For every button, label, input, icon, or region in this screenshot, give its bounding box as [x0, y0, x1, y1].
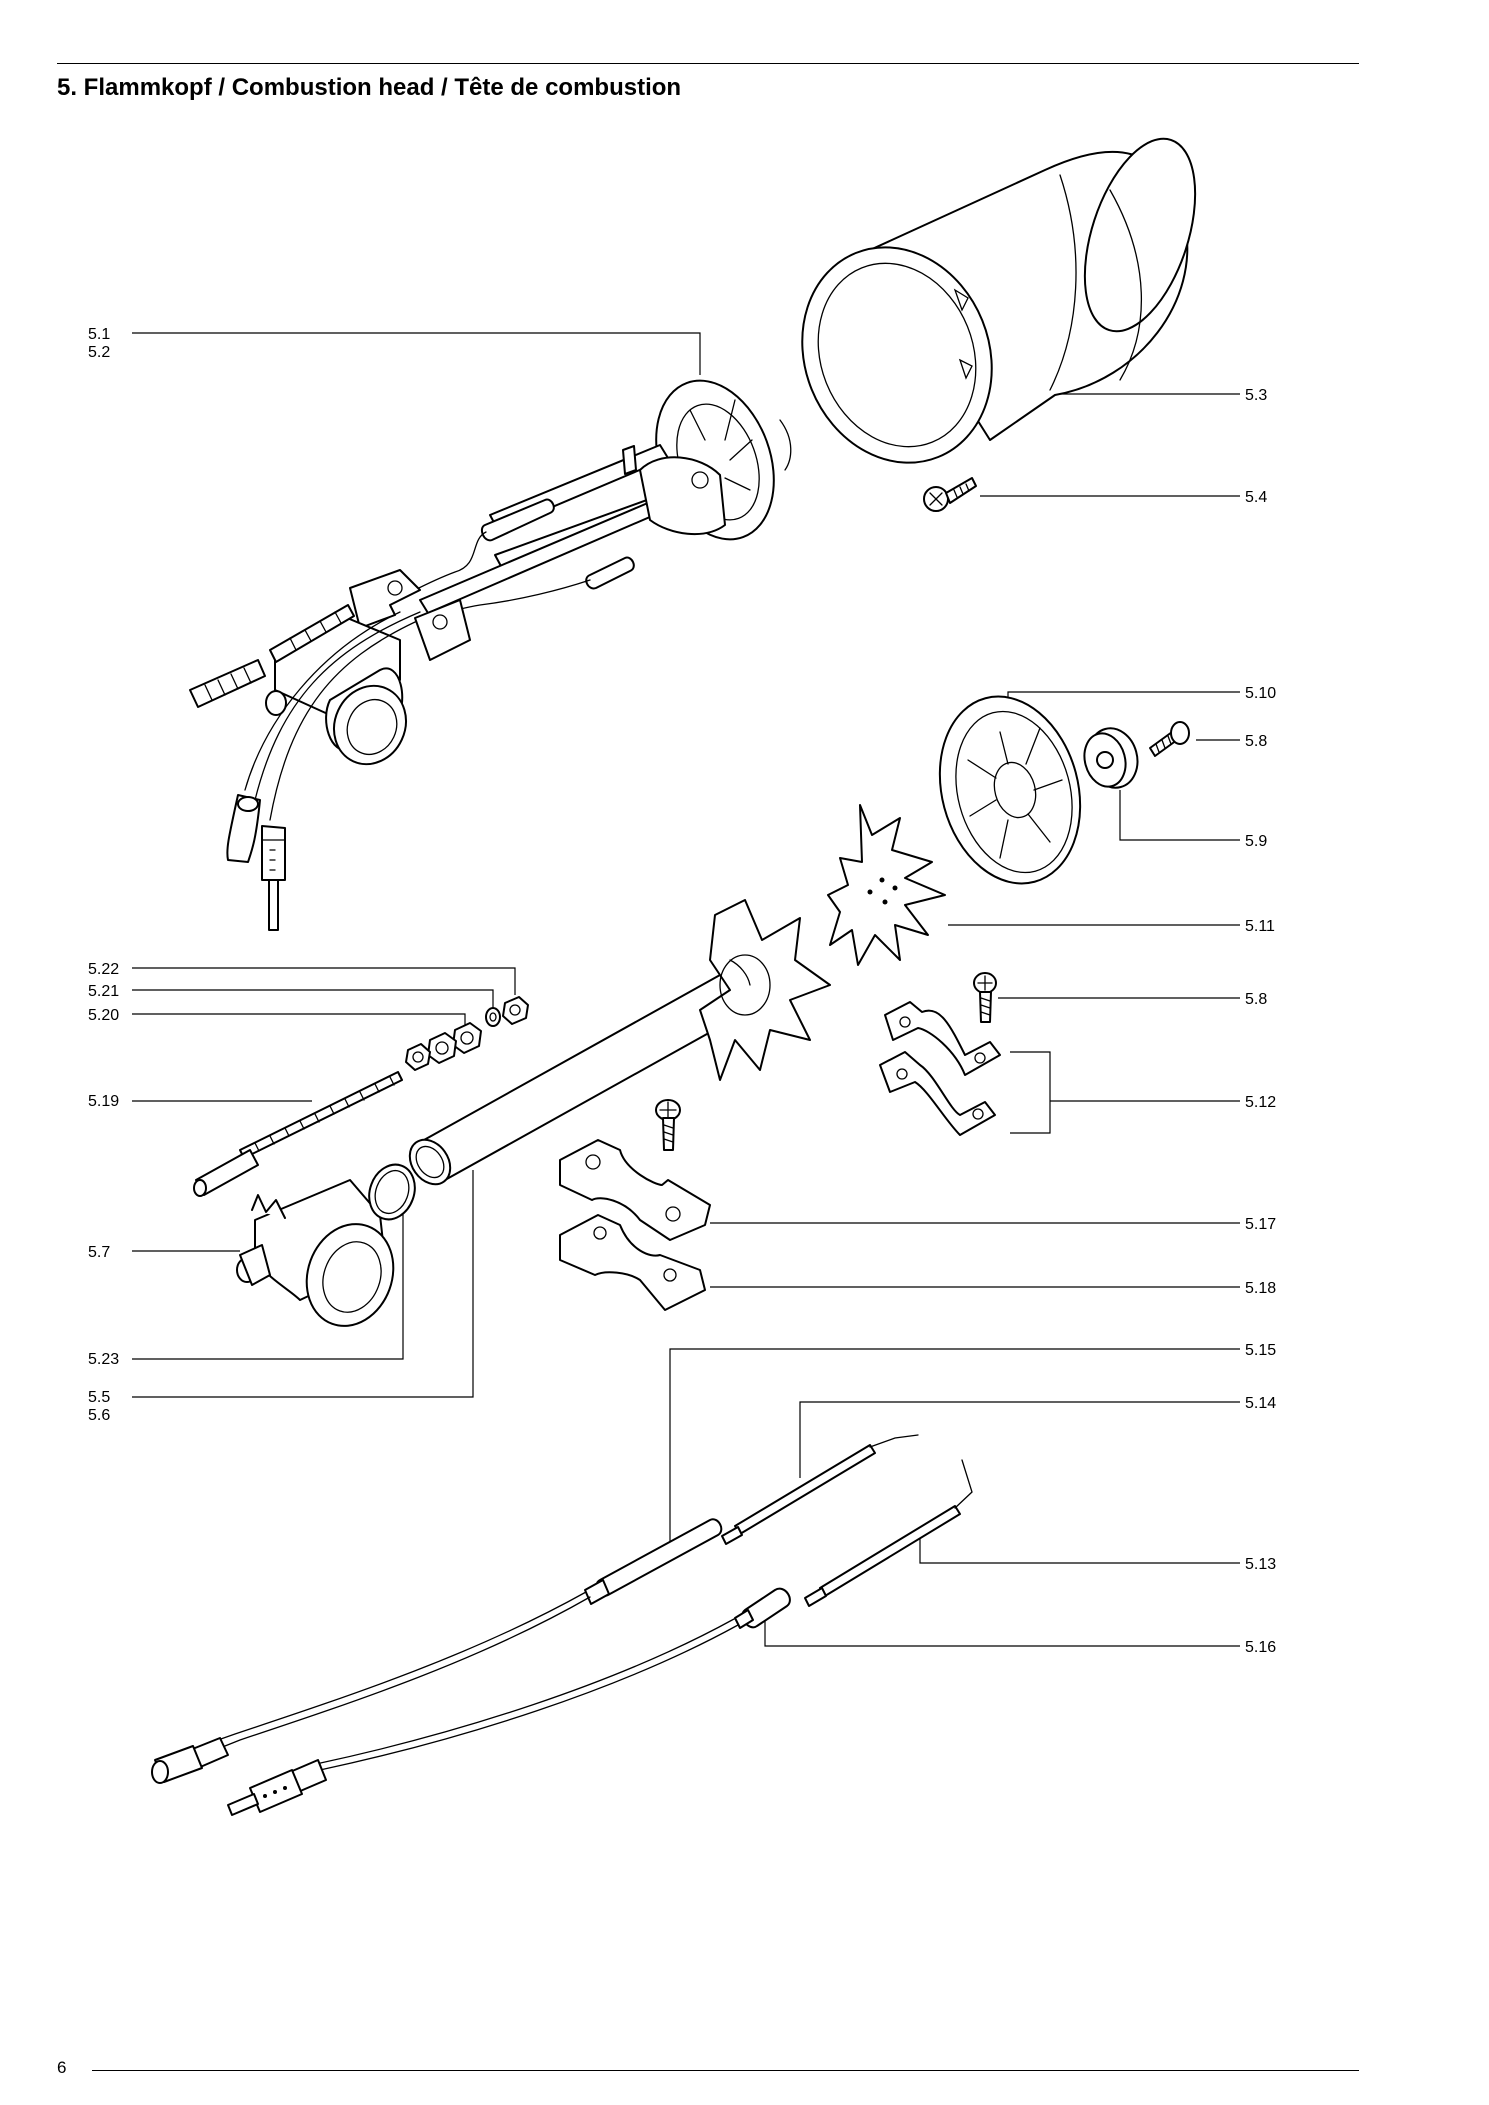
label-5-21: 5.21 [88, 983, 120, 1000]
label-5-12: 5.12 [1245, 1094, 1277, 1111]
screw-5-8b-part [974, 973, 996, 1022]
label-5-13: 5.13 [1245, 1556, 1277, 1573]
label-5-18: 5.18 [1245, 1280, 1277, 1297]
bottom-rule [92, 2070, 1359, 2071]
nuts-washers-part [406, 997, 528, 1070]
label-5-8-lower: 5.8 [1245, 991, 1268, 1008]
label-5-17: 5.17 [1245, 1216, 1277, 1233]
screw-5-17-part [656, 1100, 680, 1150]
label-5-5: 5.5 [88, 1389, 111, 1406]
screw-5-8a-part [1150, 722, 1189, 756]
page-title: 5. Flammkopf / Combustion head / Tête de… [57, 74, 682, 101]
label-5-6: 5.6 [88, 1407, 111, 1424]
clamp-lower-part [560, 1215, 705, 1310]
label-5-15: 5.15 [1245, 1342, 1277, 1359]
label-5-14: 5.14 [1245, 1395, 1277, 1412]
label-5-19: 5.19 [88, 1093, 120, 1110]
page-number: 6 [57, 2058, 67, 2077]
flame-tube-part [770, 125, 1216, 491]
label-5-7: 5.7 [88, 1244, 111, 1261]
cap-part [1079, 723, 1144, 793]
label-5-10: 5.10 [1245, 685, 1277, 702]
swirl-plate-part [828, 805, 945, 965]
label-5-22: 5.22 [88, 961, 120, 978]
label-5-11: 5.11 [1245, 918, 1275, 935]
ionisation-electrode-part [805, 1460, 972, 1606]
label-5-20: 5.20 [88, 1007, 120, 1024]
label-5-8-upper: 5.8 [1245, 733, 1268, 750]
threaded-rod-part [194, 1072, 402, 1196]
label-5-2: 5.2 [88, 344, 111, 361]
o-ring-part [362, 1158, 422, 1226]
nozzle-holder-part [237, 1180, 407, 1338]
screw-5-4-part [924, 478, 976, 511]
ignition-cable-part [152, 1519, 721, 1783]
label-5-1: 5.1 [88, 326, 111, 343]
label-5-4: 5.4 [1245, 489, 1268, 506]
top-rule [57, 63, 1359, 64]
label-5-23: 5.23 [88, 1351, 120, 1368]
clamp-upper-part [560, 1140, 710, 1240]
head-assembly-part [190, 364, 795, 930]
label-5-9: 5.9 [1245, 833, 1268, 850]
baffle-disc-part [920, 681, 1101, 900]
clamp-halves-part [880, 1002, 1000, 1135]
label-5-16: 5.16 [1245, 1639, 1277, 1656]
ignition-electrode-part [722, 1435, 918, 1544]
leader-lines [132, 333, 1240, 1646]
label-5-3: 5.3 [1245, 387, 1268, 404]
stabilizer-tube-part [401, 900, 830, 1192]
ionisation-cable-part [228, 1589, 790, 1815]
